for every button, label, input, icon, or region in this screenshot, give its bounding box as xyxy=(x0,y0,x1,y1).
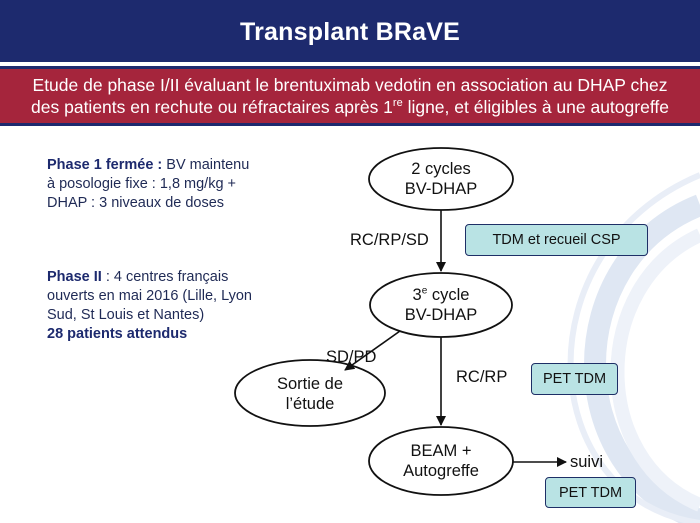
edge-label-rc-rp-sd: RC/RP/SD xyxy=(350,231,429,249)
node-beam-line2: Autogreffe xyxy=(403,462,479,480)
edge-label-sd-pd: SD/PD xyxy=(326,348,377,366)
node-two-cycles: 2 cycles BV-DHAP xyxy=(376,159,506,199)
node-two-cycles-line1: 2 cycles xyxy=(411,160,471,178)
arrow-third-to-exit xyxy=(344,330,401,371)
node-exit-line1: Sortie de xyxy=(276,375,344,393)
phase2-emphasis: 28 patients attendus xyxy=(47,326,188,342)
box-pet-tdm-2: PET TDM xyxy=(545,477,636,508)
subtitle-divider xyxy=(0,123,700,126)
box-tdm-csp: TDM et recueil CSP xyxy=(465,224,648,256)
node-third-cycle: 3e cycle BV-DHAP xyxy=(376,285,506,325)
slide-title: Transplant BRaVE xyxy=(240,18,460,46)
node-exit-study: Sortie de l’étude xyxy=(245,374,375,414)
node-beam-line1: BEAM + xyxy=(410,442,472,460)
node-beam: BEAM + Autogreffe xyxy=(376,441,506,481)
subtitle-line1: Etude de phase I/II évaluant le brentuxi… xyxy=(32,75,668,95)
node-exit-line2: l’étude xyxy=(285,395,335,413)
subtitle-banner: Etude de phase I/II évaluant le brentuxi… xyxy=(0,69,700,123)
header-divider-navy xyxy=(0,66,700,69)
study-subtitle: Etude de phase I/II évaluant le brentuxi… xyxy=(16,74,684,118)
box-pet-tdm-1: PET TDM xyxy=(531,363,618,395)
edge-label-rc-rp: RC/RP xyxy=(456,368,508,386)
node-third-prefix: 3 xyxy=(412,286,422,304)
node-third-sup: e xyxy=(421,285,428,297)
phase2-description: Phase II : 4 centres français ouverts en… xyxy=(47,268,257,344)
node-beam-shape xyxy=(368,426,514,496)
node-exit-study-shape xyxy=(234,359,386,427)
node-two-cycles-line2: BV-DHAP xyxy=(404,180,478,198)
phase2-text: : 4 centres français ouverts en mai 2016… xyxy=(47,269,252,323)
edge-label-suivi: suivi xyxy=(570,453,604,471)
subtitle-line2-suffix: ligne, et éligibles à une autogreffe xyxy=(402,97,669,117)
node-third-line2: BV-DHAP xyxy=(404,306,478,324)
phase1-heading: Phase 1 fermée : xyxy=(47,157,163,173)
phase1-text: BV maintenu à posologie fixe : 1,8 mg/kg… xyxy=(47,157,250,211)
subtitle-line2-sup: re xyxy=(392,97,403,110)
phase2-heading: Phase II xyxy=(47,269,102,285)
node-third-suffix: cycle xyxy=(427,286,470,304)
header-banner: Transplant BRaVE xyxy=(0,0,700,62)
subtitle-line2-prefix: des patients en rechute ou réfractaires … xyxy=(31,97,393,117)
header-divider xyxy=(0,62,700,66)
phase1-description: Phase 1 fermée : BV maintenu à posologie… xyxy=(47,156,257,213)
